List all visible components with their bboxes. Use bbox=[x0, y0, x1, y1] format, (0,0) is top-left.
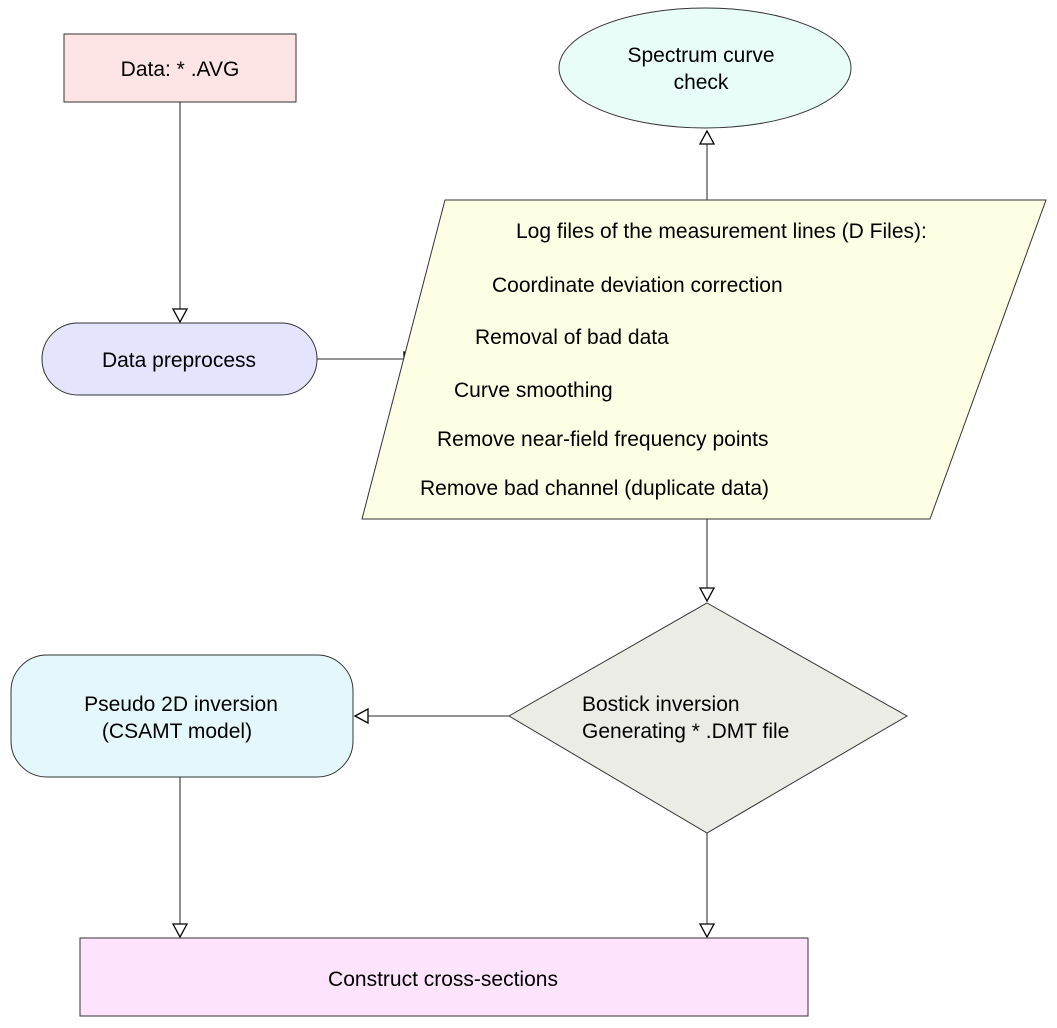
node-label-line-2: check bbox=[674, 71, 729, 94]
node-label: Construct cross-sections bbox=[328, 968, 558, 991]
edge-pseudo2d-to-crosssections bbox=[171, 777, 189, 939]
edge-logfiles-to-spectrum bbox=[698, 129, 716, 200]
arrowhead-icon bbox=[698, 587, 716, 603]
node-bostick-inversion[interactable]: Bostick inversion Generating * .DMT file bbox=[508, 602, 909, 834]
node-spectrum-check[interactable]: Spectrum curve check bbox=[558, 7, 852, 129]
node-pseudo-2d-inversion[interactable]: Pseudo 2D inversion (CSAMT model) bbox=[10, 654, 354, 778]
node-log-files[interactable]: Log files of the measurement lines (D Fi… bbox=[361, 199, 1047, 520]
node-label-line-2: (CSAMT model) bbox=[102, 720, 252, 743]
node-data-avg[interactable]: Data: * .AVG bbox=[63, 33, 297, 103]
arrowhead-icon bbox=[171, 923, 189, 939]
log-files-item: Remove near-field frequency points bbox=[437, 428, 769, 451]
edge-data-to-preprocess bbox=[171, 102, 189, 324]
arrowhead-icon bbox=[353, 707, 369, 725]
log-files-item: Coordinate deviation correction bbox=[492, 274, 783, 297]
log-files-title: Log files of the measurement lines (D Fi… bbox=[516, 220, 927, 243]
node-label: Data: * .AVG bbox=[121, 58, 240, 81]
log-files-item: Curve smoothing bbox=[454, 379, 613, 402]
edge-logfiles-to-bostick bbox=[698, 519, 716, 603]
node-label-line-1: Pseudo 2D inversion bbox=[84, 693, 278, 716]
node-construct-cross-sections[interactable]: Construct cross-sections bbox=[79, 937, 809, 1017]
edge-bostick-to-crosssections bbox=[698, 833, 716, 939]
arrowhead-icon bbox=[698, 923, 716, 939]
log-files-item: Remove bad channel (duplicate data) bbox=[420, 477, 769, 500]
arrowhead-icon bbox=[698, 129, 716, 145]
edge-bostick-to-pseudo2d bbox=[353, 707, 509, 725]
node-label-line-1: Spectrum curve bbox=[627, 44, 774, 67]
arrowhead-icon bbox=[171, 308, 189, 324]
log-files-item: Removal of bad data bbox=[475, 326, 669, 349]
node-data-preprocess[interactable]: Data preprocess bbox=[41, 322, 318, 396]
node-label-line-2: Generating * .DMT file bbox=[582, 720, 789, 743]
node-label-line-1: Bostick inversion bbox=[582, 693, 740, 716]
node-label: Data preprocess bbox=[102, 349, 256, 372]
